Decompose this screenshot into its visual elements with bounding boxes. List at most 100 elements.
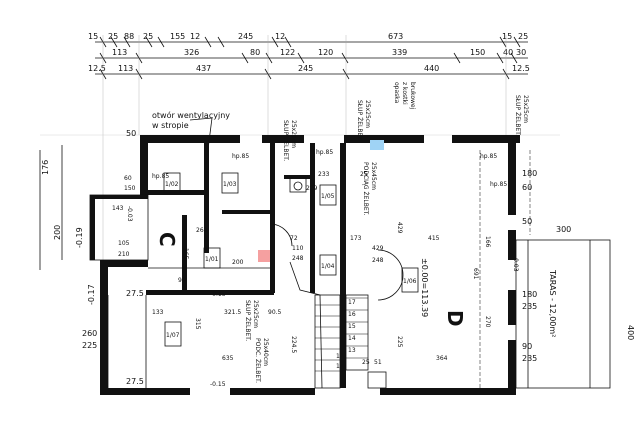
column-label-1: SŁUP ŻELBET. <box>282 120 289 161</box>
room-dimensions: 60 150 143 105 210 269 165 110 248 429 2… <box>112 171 491 362</box>
stair-step-13: 13 <box>348 347 356 354</box>
rd-364: 364 <box>436 355 448 362</box>
column-size-1: 25x25cm <box>290 120 297 148</box>
dim-mid-7: 150 <box>470 48 485 57</box>
rd-225: 225 <box>396 336 403 348</box>
room-labels: 1/02 1/03 1/05 1/04 1/06 1/07 1/01 <box>163 172 419 347</box>
vent-label-2: w stropie <box>152 121 189 130</box>
stair-step-14: 14 <box>348 335 356 342</box>
opaska-label: opaska <box>393 82 400 104</box>
level-003-2: -0.03 <box>512 256 519 272</box>
rd-173: 173 <box>350 235 362 242</box>
dim-bot-4: 245 <box>298 64 313 73</box>
dim-top-7: 245 <box>238 32 253 41</box>
rd-905: 90.5 <box>268 309 282 316</box>
level-hp85-3: hp.85 <box>480 153 497 160</box>
entry-letter-c: C <box>155 232 179 247</box>
dim-right-400: 400 <box>626 325 635 340</box>
stair-step-12: 12 <box>336 353 344 360</box>
dim-bot-6: 12.5 <box>512 64 530 73</box>
dim-top-9: 673 <box>388 32 403 41</box>
column-size-2: 25x25cm <box>364 100 371 128</box>
rd-269: 269 <box>196 227 208 234</box>
stair-step-16: 16 <box>348 311 356 318</box>
top-dimension-lines: 15 25 88 25 155 12 245 12 673 15 25 113 … <box>88 32 530 80</box>
room-1-05: 1/05 <box>321 193 335 200</box>
annotations: otwór wentylacyjny w stropie SŁUP ŻELBET… <box>152 82 557 383</box>
stair-dim-25: 25 <box>362 359 370 366</box>
rd-25: 25 <box>360 171 368 178</box>
stair-dim-51: 51 <box>374 359 382 366</box>
stair-step-17: 17 <box>348 299 356 306</box>
dim-mid-1: 113 <box>112 48 127 57</box>
rd-248b: 248 <box>372 257 384 264</box>
rd-60: 60 <box>124 175 132 182</box>
rd-415: 415 <box>428 235 440 242</box>
beam-label-2: PODC. ŻELBET. <box>254 338 261 383</box>
rd-635: 635 <box>222 355 234 362</box>
column-size-top-right: 25x25cm <box>522 95 529 123</box>
rd-210: 210 <box>118 251 130 258</box>
stair-step-15: 15 <box>348 323 356 330</box>
rd-2245: 224.5 <box>290 336 297 353</box>
dim-top-5: 155 <box>170 32 185 41</box>
dim-bot-3: 437 <box>196 64 211 73</box>
room-1-01: 1/01 <box>205 256 219 263</box>
rd-3215: 321.5 <box>224 309 241 316</box>
rd-429b: 429 <box>396 222 403 234</box>
dim-left-275b: 27.5 <box>126 377 144 386</box>
rd-72: 72 <box>290 235 298 242</box>
right-dimensions: 300 400 180 235 90 235 180 50 60 50 <box>126 129 635 363</box>
dim-mid-4: 122 <box>280 48 295 57</box>
rd-229: 229 <box>306 185 318 192</box>
rd-248a: 248 <box>292 255 304 262</box>
left-dimensions: 176 200 -0.19 260 225 -0.17 27.5 27.5 <box>39 145 144 386</box>
rd-110: 110 <box>292 245 304 252</box>
room-1-04: 1/04 <box>321 263 335 270</box>
dim-right-180b: 180 <box>522 169 537 178</box>
dim-bot-5: 440 <box>424 64 439 73</box>
vent-label: otwór wentylacyjny <box>152 110 230 120</box>
rd-691: 691 <box>472 268 479 280</box>
room-1-03: 1/03 <box>223 181 237 188</box>
fixtures <box>107 140 404 388</box>
dim-left-260: 260 <box>82 329 97 338</box>
dim-left-275a: 27.5 <box>126 289 144 298</box>
room-1-07: 1/07 <box>166 332 180 339</box>
beam-label-1: PODCIĄG ŻELBET. <box>362 162 369 216</box>
dim-right-300: 300 <box>556 225 571 234</box>
dim-mid-8: 40 <box>503 48 513 57</box>
dim-mid-3: 80 <box>250 48 260 57</box>
dim-top-8: 12 <box>275 32 285 41</box>
rd-166: 166 <box>484 236 491 248</box>
dim-left-225: 225 <box>82 341 97 350</box>
marker-highlight-blue <box>370 140 384 150</box>
dim-top-6: 12 <box>190 32 200 41</box>
dim-top-10: 15 <box>502 32 512 41</box>
column-label-low: SŁUP ŻELBET. <box>244 300 251 341</box>
dim-top-left-50: 50 <box>126 129 136 138</box>
opaska-label-3: brukowej <box>409 82 416 110</box>
level-hp85-5: hp.85 <box>490 181 507 188</box>
rd-165: 165 <box>182 248 189 260</box>
dim-top-3: 88 <box>124 32 134 41</box>
rd-105: 105 <box>118 240 130 247</box>
dim-right-180a: 180 <box>522 290 537 299</box>
column-size-low: 25x25cm <box>252 300 259 328</box>
opaska-label-2: z kostki <box>401 82 408 105</box>
dim-mid-5: 120 <box>318 48 333 57</box>
terrace <box>479 150 611 389</box>
rd-90: 90 <box>178 277 186 284</box>
rd-143: 143 <box>112 205 124 212</box>
dim-mid-2: 326 <box>184 48 199 57</box>
dim-right-235b: 235 <box>522 354 537 363</box>
level-hp85-1: hp.85 <box>232 153 249 160</box>
room-letter-d: D <box>443 310 467 327</box>
level-label: ±0.00=113.39 <box>420 258 429 317</box>
level-015-1: -0.15 <box>210 291 226 298</box>
rd-133: 133 <box>152 309 164 316</box>
level-015-2: -0.15 <box>210 381 226 388</box>
dim-mid-6: 339 <box>392 48 407 57</box>
level-left-019: -0.19 <box>75 227 84 248</box>
